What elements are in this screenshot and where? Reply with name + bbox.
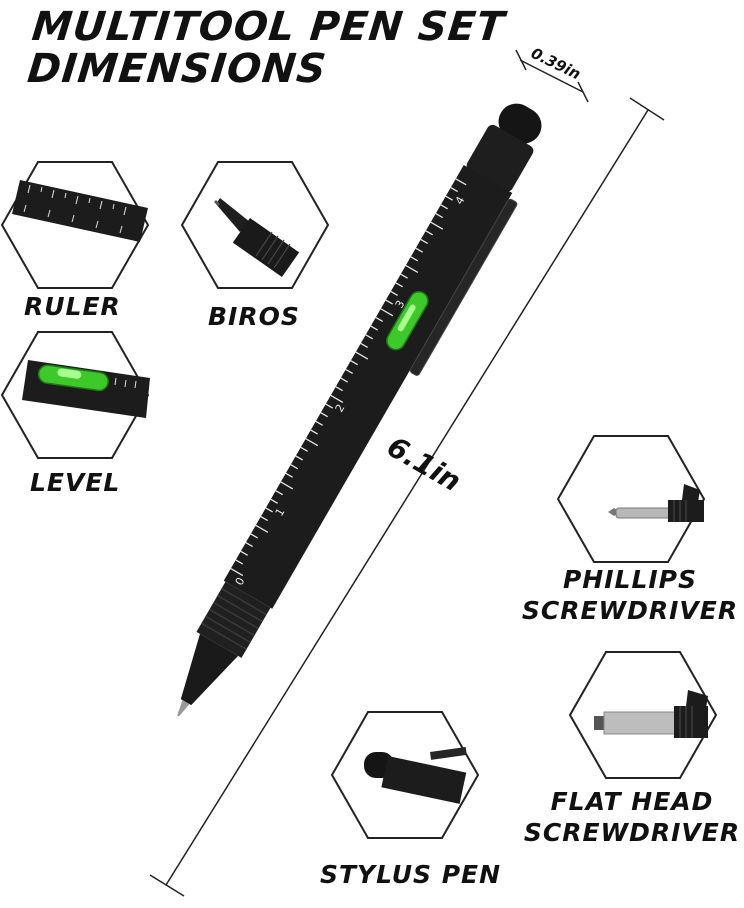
- pen-cap-collar: [466, 124, 534, 192]
- flat-head-label: FLAT HEAD SCREWDRIVER: [520, 786, 744, 848]
- phillips-screwdriver-icon: [608, 484, 704, 522]
- biros-label: BIROS: [208, 302, 300, 331]
- pen-level-bubble: [397, 304, 416, 332]
- pen-clip: [409, 198, 518, 376]
- pen-ruler-ticks: [230, 178, 467, 577]
- stylus-label: STYLUS PEN: [320, 860, 502, 889]
- pen-cone-tip: [180, 633, 239, 706]
- phillips-label: PHILLIPS SCREWDRIVER: [516, 564, 744, 626]
- flat-head-label-line-1: FLAT HEAD: [550, 787, 714, 816]
- ruler-icon: [12, 180, 148, 242]
- pen-grip-knurl: [201, 587, 267, 650]
- pen-ballpoint: [177, 700, 190, 717]
- flat-head-screwdriver-icon: [594, 690, 708, 738]
- biros-feature-hexagon: [180, 161, 330, 289]
- pen-grip: [196, 581, 271, 658]
- ruler-feature-hexagon: [0, 161, 150, 289]
- stylus-feature-hexagon: [330, 711, 480, 839]
- ballpoint-tip-icon: [214, 198, 300, 277]
- pen-body: [223, 165, 513, 609]
- width-dimension-line: [515, 49, 589, 103]
- flat-head-label-line-2: SCREWDRIVER: [523, 818, 741, 847]
- phillips-label-line-1: PHILLIPS: [562, 565, 698, 594]
- stylus-tip-icon: [364, 746, 467, 804]
- length-dimension-line: [149, 97, 665, 897]
- level-label: LEVEL: [30, 468, 121, 497]
- phillips-label-line-2: SCREWDRIVER: [521, 596, 739, 625]
- ruler-label: RULER: [24, 292, 121, 321]
- phillips-feature-hexagon: [556, 435, 706, 563]
- level-feature-hexagon: [0, 331, 150, 459]
- bubble-level-icon: [22, 360, 150, 418]
- flat-head-feature-hexagon: [568, 651, 718, 779]
